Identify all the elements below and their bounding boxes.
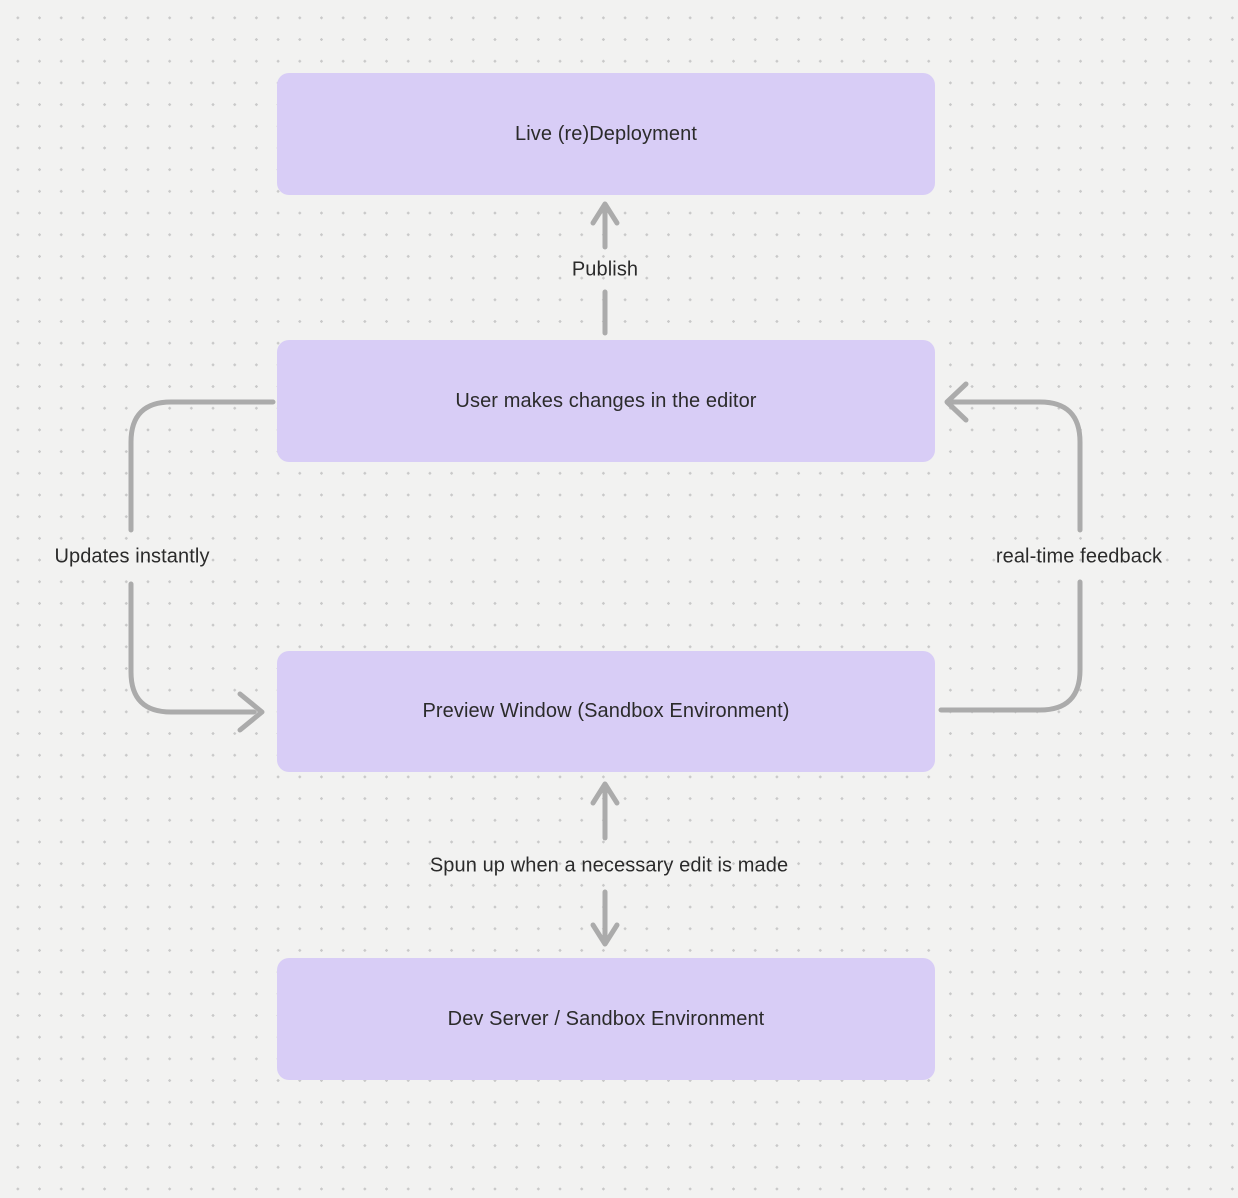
node-label: Live (re)Deployment [515, 122, 697, 145]
arrowhead-up-icon [590, 781, 620, 806]
node-live-redeployment[interactable]: Live (re)Deployment [277, 73, 935, 195]
node-preview-window[interactable]: Preview Window (Sandbox Environment) [277, 651, 935, 772]
edge-publish[interactable] [590, 201, 620, 336]
arrowhead-left-icon [944, 381, 969, 423]
node-label: Preview Window (Sandbox Environment) [422, 700, 790, 722]
edge-label-spun-up: Spun up when a necessary edit is made [429, 854, 789, 877]
node-dev-server[interactable]: Dev Server / Sandbox Environment [277, 958, 935, 1080]
node-user-editor[interactable]: User makes changes in the editor [277, 340, 935, 462]
edge-spun-up[interactable] [590, 781, 620, 947]
arrowhead-down-icon [590, 922, 620, 947]
edge-label-publish: Publish [571, 258, 639, 281]
edge-updates-segment-top [128, 399, 276, 533]
node-label: Dev Server / Sandbox Environment [447, 1007, 765, 1030]
edge-label-updates-instantly: Updates instantly [54, 545, 210, 568]
edge-real-time-feedback[interactable] [938, 381, 1083, 713]
edge-label-real-time-feedback: real-time feedback [995, 545, 1163, 568]
edge-updates-instantly[interactable] [128, 399, 276, 733]
edge-feedback-segment-bottom [938, 579, 1083, 713]
node-label: User makes changes in the editor [455, 389, 757, 412]
arrowhead-right-icon [237, 691, 265, 733]
arrowhead-up-icon [590, 201, 620, 226]
edge-updates-segment-bottom [128, 581, 257, 715]
edge-feedback-segment-top [949, 399, 1083, 533]
